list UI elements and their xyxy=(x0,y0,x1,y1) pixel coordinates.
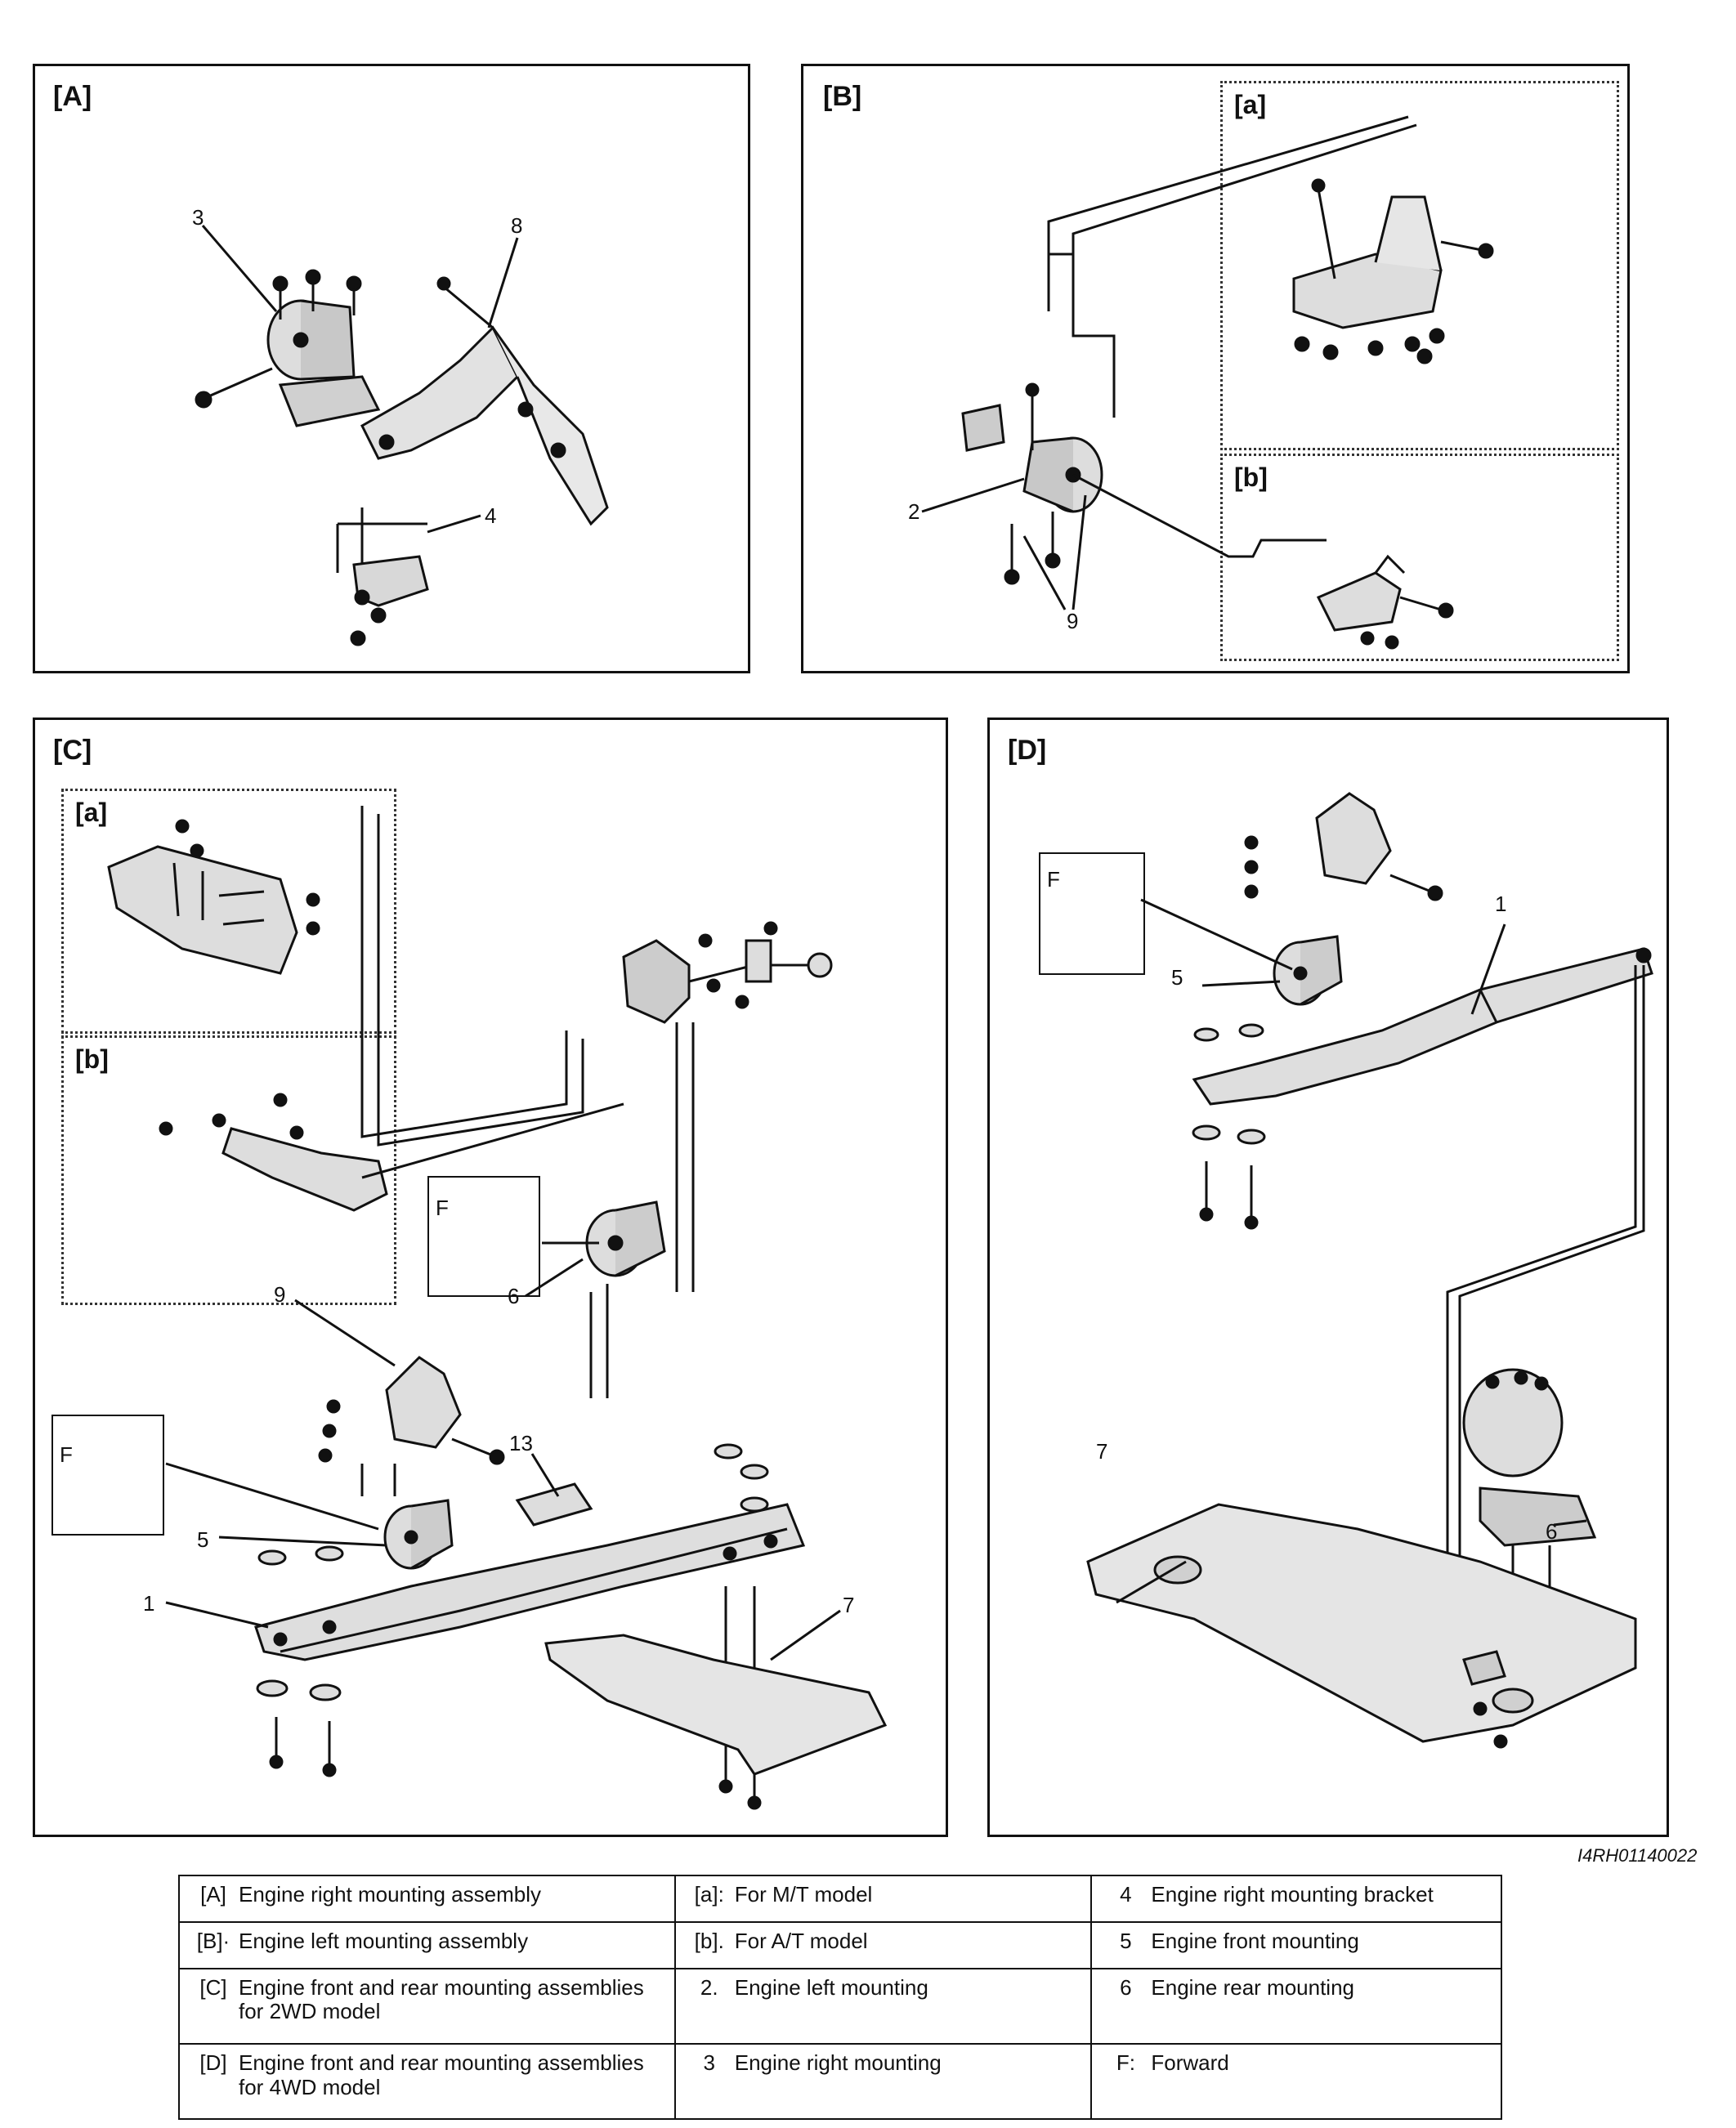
callout-6: 6 xyxy=(508,1284,520,1308)
legend-value: Engine left mounting assembly xyxy=(239,1928,529,1953)
callout-7: 7 xyxy=(843,1593,855,1617)
legend-value: Engine front and rear mounting assemblie… xyxy=(239,1974,644,2024)
panel-b-label: [B] xyxy=(823,81,862,112)
legend-row: [D] Engine front and rear mounting assemb… xyxy=(178,2042,1502,2121)
panel-a: [A] xyxy=(33,64,750,673)
panel-c-label: [C] xyxy=(53,735,92,766)
panel-b-sub-b: [b] xyxy=(1220,454,1619,661)
legend-cell: 5 Engine front mounting xyxy=(1090,1920,1502,1969)
legend-cell: [A] Engine right mounting assembly xyxy=(178,1875,676,1923)
legend-key: 5 xyxy=(1120,1928,1132,1953)
legend-value: Engine front and rear mounting assemblie… xyxy=(239,2050,644,2099)
legend-key: [C] xyxy=(199,1974,227,2000)
legend-cell: [C] Engine front and rear mounting assemb… xyxy=(178,1967,676,2045)
legend-table: [A] Engine right mounting assembly [a]: Fo… xyxy=(178,1875,1502,2121)
legend-row: [A] Engine right mounting assembly [a]: Fo… xyxy=(178,1875,1502,1923)
legend-row: [C] Engine front and rear mounting assemb… xyxy=(178,1967,1502,2045)
callout-8: 8 xyxy=(511,213,523,238)
panel-b: [B] [a] [b] xyxy=(801,64,1630,673)
callout-5: 5 xyxy=(1171,965,1183,990)
legend-value: Engine left mounting xyxy=(734,1974,928,2000)
legend-value: Engine right mounting assembly xyxy=(239,1882,541,1907)
panel-d-label: [D] xyxy=(1008,735,1047,766)
legend-row: [B]· Engine left mounting assembly [b]. Fo… xyxy=(178,1920,1502,1969)
legend-value: Forward xyxy=(1151,2050,1229,2075)
callout-5: 5 xyxy=(197,1527,209,1552)
right-mounting-drawing xyxy=(195,225,609,646)
panel-b-sub-a: [a] xyxy=(1220,81,1619,450)
image-code: I4RH01140022 xyxy=(1577,1845,1698,1866)
legend-key: 2. xyxy=(700,1974,718,2000)
legend-cell: 6 Engine rear mounting xyxy=(1090,1967,1502,2045)
front-rear-2wd-drawing xyxy=(107,806,888,1810)
panel-c-sub-a: [a] xyxy=(61,789,396,1034)
legend-value: Engine right mounting xyxy=(734,2050,942,2075)
panel-c: [C] [a] [b] F F xyxy=(33,718,948,1837)
legend-key: [B]· xyxy=(196,1928,230,1953)
legend-value: For A/T model xyxy=(734,1928,868,1953)
legend-value: Engine front mounting xyxy=(1151,1928,1359,1953)
panel-d: [D] F xyxy=(987,718,1669,1837)
panel-b-sub-a-label: [a] xyxy=(1234,90,1267,119)
legend-cell: [a]: For M/T model xyxy=(673,1875,1093,1923)
legend-cell: 4 Engine right mounting bracket xyxy=(1090,1875,1502,1923)
legend-cell: [B]· Engine left mounting assembly xyxy=(178,1920,676,1969)
panel-a-label: [A] xyxy=(53,81,92,112)
left-mounting-drawing xyxy=(921,115,1494,650)
panel-c-sub-b: [b] xyxy=(61,1035,396,1305)
legend-key: [D] xyxy=(199,2050,227,2075)
legend-cell: F: Forward xyxy=(1090,2042,1502,2121)
legend-key: [b]. xyxy=(694,1928,724,1953)
panel-c-sub-a-label: [a] xyxy=(75,798,108,827)
forward-inset-front: F xyxy=(51,1415,164,1536)
legend-cell: 3 Engine right mounting xyxy=(673,2042,1093,2121)
callout-9: 9 xyxy=(1067,609,1079,633)
legend-value: Engine rear mounting xyxy=(1151,1974,1355,2000)
legend-cell: [D] Engine front and rear mounting assemb… xyxy=(178,2042,676,2121)
panel-b-sub-b-label: [b] xyxy=(1234,463,1268,492)
forward-label-front: F xyxy=(60,1442,73,1467)
callout-2: 2 xyxy=(908,499,920,524)
callout-9: 9 xyxy=(274,1282,286,1307)
front-rear-4wd-drawing xyxy=(1086,792,1653,1749)
forward-label-4wd: F xyxy=(1047,867,1060,892)
legend-value: For M/T model xyxy=(734,1882,873,1907)
callout-1: 1 xyxy=(143,1591,155,1616)
forward-label-rear: F xyxy=(436,1196,449,1220)
forward-inset-front-4wd: F xyxy=(1039,852,1145,975)
legend-key: [a]: xyxy=(694,1882,724,1907)
legend-key: 6 xyxy=(1120,1974,1132,2000)
legend-key: [A] xyxy=(200,1882,226,1907)
legend-key: 3 xyxy=(703,2050,715,2075)
callout-6: 6 xyxy=(1546,1519,1558,1544)
callout-7: 7 xyxy=(1096,1439,1108,1464)
legend-value: Engine right mounting bracket xyxy=(1151,1882,1434,1907)
legend-key: 4 xyxy=(1120,1882,1132,1907)
callout-13: 13 xyxy=(509,1431,533,1455)
callout-1: 1 xyxy=(1495,892,1507,916)
callout-3: 3 xyxy=(192,205,204,230)
callout-4: 4 xyxy=(485,503,497,528)
legend-cell: 2. Engine left mounting xyxy=(673,1967,1093,2045)
legend-cell: [b]. For A/T model xyxy=(673,1920,1093,1969)
legend-key: F: xyxy=(1116,2050,1135,2075)
forward-inset-rear: F xyxy=(427,1176,540,1297)
panel-c-sub-b-label: [b] xyxy=(75,1044,109,1074)
